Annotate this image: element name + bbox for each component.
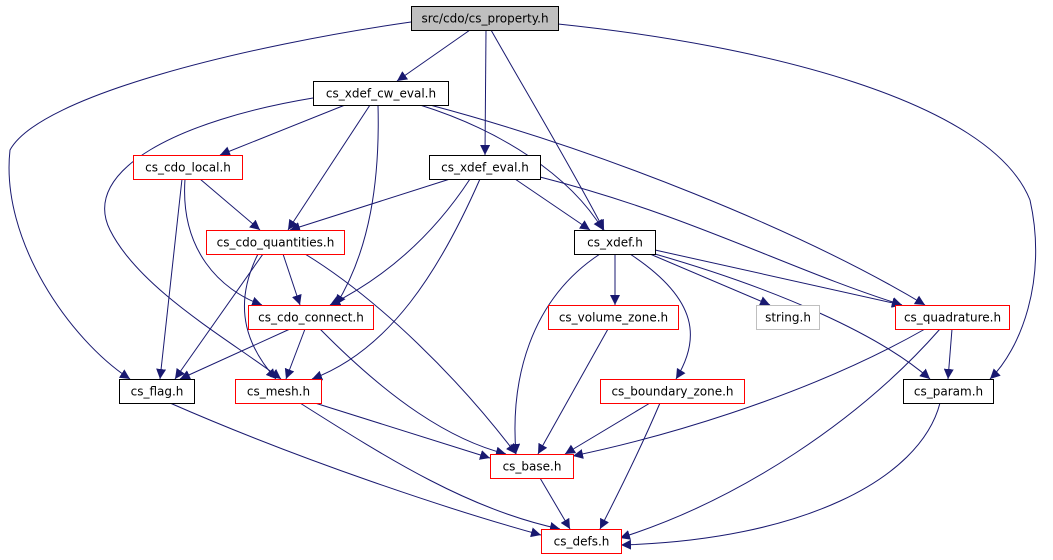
node-label-cs_param: cs_param.h [914, 385, 983, 399]
node-box-cs_param [903, 379, 994, 404]
edge-cs_property-to-cs_param [557, 23, 1037, 380]
node-box-cs_xdef_cw_eval [313, 81, 449, 106]
node-box-string [756, 305, 820, 330]
node-label-cs_cdo_local: cs_cdo_local.h [145, 161, 231, 175]
edge-cs_boundary_zone-to-cs_base [564, 402, 651, 455]
node-box-cs_cdo_quantities [206, 230, 345, 255]
node-label-cs_defs: cs_defs.h [554, 535, 610, 549]
node-box-cs_defs [541, 529, 622, 554]
edge-cs_xdef-to-cs_quadrature [654, 249, 903, 308]
edge-cs_xdef_eval-to-cs_xdef [514, 178, 591, 231]
edge-cs_quadrature-to-cs_defs [619, 328, 941, 540]
edge-cs_property-to-cs_flag [8, 21, 412, 380]
edge-cs_quadrature-to-cs_param [943, 328, 954, 380]
edge-cs_xdef-to-cs_boundary_zone [629, 253, 691, 380]
node-cs_xdef[interactable]: cs_xdef.h [574, 230, 656, 255]
node-box-cs_volume_zone [548, 305, 679, 330]
edge-cs_cdo_quantities-to-cs_mesh [244, 253, 277, 380]
edge-cs_xdef-to-cs_param [654, 253, 931, 380]
node-box-cs_mesh [235, 379, 322, 404]
edge-cs_cdo_connect-to-cs_base [319, 328, 507, 457]
node-cs_cdo_local[interactable]: cs_cdo_local.h [133, 155, 243, 180]
node-box-cs_cdo_local [133, 155, 243, 180]
node-label-cs_cdo_connect: cs_cdo_connect.h [258, 311, 364, 325]
edge-cs_property-to-cs_xdef [490, 29, 605, 231]
node-box-cs_boundary_zone [600, 379, 745, 404]
node-label-cs_cdo_quantities: cs_cdo_quantities.h [217, 236, 335, 250]
node-label-cs_xdef: cs_xdef.h [587, 236, 643, 250]
node-cs_property[interactable]: src/cdo/cs_property.h [411, 6, 559, 31]
edge-cs_boundary_zone-to-cs_defs [599, 402, 661, 530]
node-label-cs_mesh: cs_mesh.h [247, 385, 310, 399]
node-label-cs_quadrature: cs_quadrature.h [904, 311, 1001, 325]
edge-cs_cdo_quantities-to-cs_cdo_connect [282, 253, 302, 306]
node-label-cs_flag: cs_flag.h [131, 385, 184, 399]
edge-cs_cdo_local-to-cs_cdo_quantities [199, 178, 261, 231]
node-cs_flag[interactable]: cs_flag.h [119, 379, 195, 404]
edge-cs_base-to-cs_defs [539, 477, 571, 530]
node-box-cs_xdef [574, 230, 656, 255]
edge-cs_cdo_local-to-cs_flag [156, 178, 183, 380]
node-cs_defs[interactable]: cs_defs.h [541, 529, 622, 554]
node-cs_volume_zone[interactable]: cs_volume_zone.h [548, 305, 679, 330]
edge-cs_volume_zone-to-cs_base [537, 328, 609, 455]
node-cs_base[interactable]: cs_base.h [490, 454, 574, 479]
edge-cs_cdo_connect-to-cs_mesh [284, 328, 306, 380]
node-cs_param[interactable]: cs_param.h [903, 379, 994, 404]
edge-cs_xdef_cw_eval-to-cs_cdo_quantities [287, 104, 371, 231]
edge-cs_xdef_eval-to-cs_cdo_connect [329, 178, 471, 306]
edge-cs_xdef_cw_eval-to-cs_cdo_connect [335, 104, 379, 306]
node-label-cs_base: cs_base.h [503, 460, 562, 474]
node-box-cs_cdo_connect [248, 305, 374, 330]
edge-cs_quadrature-to-cs_base [572, 328, 926, 459]
edge-cs_xdef_cw_eval-to-cs_cdo_local [219, 104, 346, 156]
edge-cs_param-to-cs_defs [620, 402, 941, 550]
edge-cs_cdo_connect-to-cs_flag [179, 328, 291, 380]
node-label-string: string.h [765, 311, 811, 325]
node-cs_boundary_zone[interactable]: cs_boundary_zone.h [600, 379, 745, 404]
edges-layer [8, 21, 1037, 550]
node-string[interactable]: string.h [756, 305, 820, 330]
edge-cs_property-to-cs_xdef_cw_eval [396, 29, 471, 82]
edge-cs_xdef-to-cs_base [510, 253, 601, 455]
edge-cs_xdef_eval-to-cs_quadrature [539, 176, 903, 307]
node-box-cs_property [411, 6, 559, 31]
edge-cs_xdef_cw_eval-to-cs_mesh [104, 97, 314, 380]
edge-cs_property-to-cs_xdef_eval [480, 29, 491, 156]
node-cs_mesh[interactable]: cs_mesh.h [235, 379, 322, 404]
node-cs_quadrature[interactable]: cs_quadrature.h [895, 305, 1010, 330]
node-label-cs_xdef_eval: cs_xdef_eval.h [441, 161, 529, 175]
edge-cs_xdef_eval-to-cs_cdo_quantities [289, 178, 451, 232]
edge-cs_cdo_local-to-cs_cdo_connect [184, 178, 263, 307]
edge-cs_xdef_eval-to-cs_mesh [311, 178, 481, 381]
edge-cs_xdef-to-string [649, 253, 771, 306]
nodes-layer: src/cdo/cs_property.h cs_xdef_cw_eval.hcs… [119, 6, 1010, 554]
node-label-cs_xdef_cw_eval: cs_xdef_cw_eval.h [326, 87, 436, 101]
node-box-cs_base [490, 454, 574, 479]
node-label-cs_volume_zone: cs_volume_zone.h [559, 311, 668, 325]
node-cs_cdo_quantities[interactable]: cs_cdo_quantities.h [206, 230, 345, 255]
edge-cs_cdo_quantities-to-cs_base [304, 253, 517, 455]
edge-cs_mesh-to-cs_base [314, 402, 491, 460]
node-label-cs_property: src/cdo/cs_property.h [421, 12, 548, 26]
edge-cs_cdo_quantities-to-cs_flag [174, 253, 264, 380]
edge-cs_flag-to-cs_defs [169, 402, 542, 538]
node-cs_xdef_cw_eval[interactable]: cs_xdef_cw_eval.h [313, 81, 449, 106]
node-box-cs_xdef_eval [429, 155, 541, 180]
node-cs_cdo_connect[interactable]: cs_cdo_connect.h [248, 305, 374, 330]
node-cs_xdef_eval[interactable]: cs_xdef_eval.h [429, 155, 541, 180]
node-box-cs_flag [119, 379, 195, 404]
edge-cs_mesh-to-cs_defs [299, 402, 561, 532]
edge-cs_xdef_cw_eval-to-cs_quadrature [429, 104, 926, 306]
node-box-cs_quadrature [895, 305, 1010, 330]
node-label-cs_boundary_zone: cs_boundary_zone.h [611, 385, 733, 399]
